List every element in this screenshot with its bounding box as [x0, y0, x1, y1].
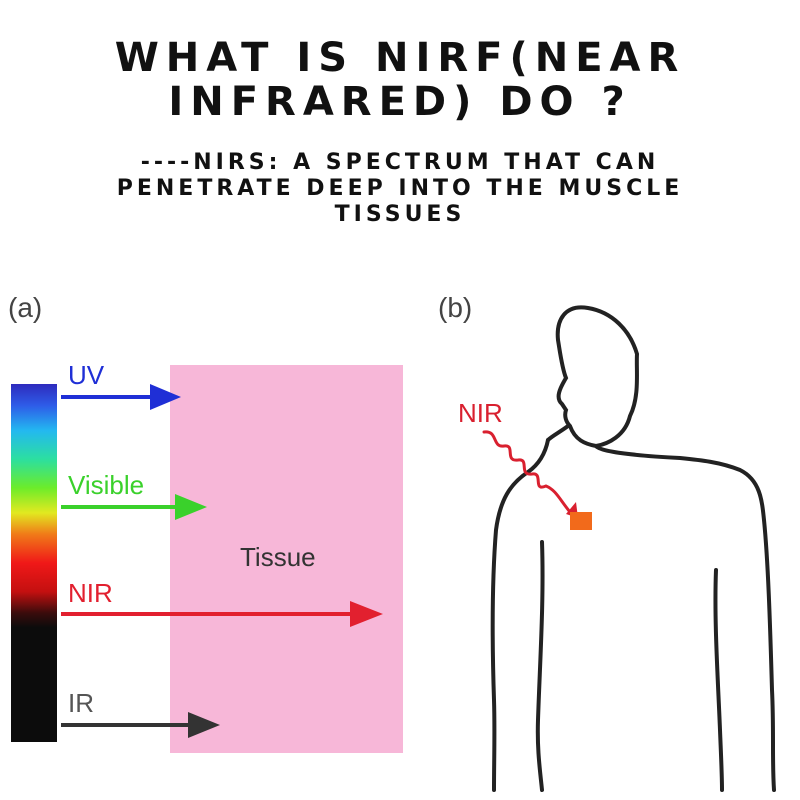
uv-arrow [61, 384, 181, 410]
ir-label: IR [68, 688, 94, 718]
uv-label: UV [68, 360, 105, 390]
subtitle-line-3: TISSUES [334, 202, 466, 227]
spectrum-bar [11, 384, 57, 742]
tissue-block [170, 365, 403, 753]
nir-label: NIR [68, 578, 113, 608]
nir-body-label: NIR [458, 398, 503, 428]
visible-arrow [61, 494, 207, 520]
subtitle-line-1: ----NIRS: A SPECTRUM THAT CAN [140, 150, 660, 175]
nir-arrow [61, 601, 383, 627]
visible-label: Visible [68, 470, 145, 500]
left-inner-arm-outline [535, 540, 545, 792]
target-square [570, 512, 592, 530]
page-title: WHAT IS NIRF(NEAR INFRARED) DO ? [0, 36, 800, 124]
ir-arrow [61, 712, 220, 738]
title-line-2: INFRARED) DO ? [168, 79, 632, 125]
left-shoulder-outline [490, 438, 550, 792]
left-neck-outline [546, 424, 570, 442]
page-subtitle: ----NIRS: A SPECTRUM THAT CAN PENETRATE … [40, 150, 760, 228]
human-silhouette [555, 305, 776, 792]
tissue-label: Tissue [240, 542, 316, 572]
panel-a-label: (a) [8, 292, 43, 323]
right-inner-arm-outline [713, 568, 724, 792]
panel-b-label: (b) [438, 292, 473, 323]
nir-wave [482, 430, 572, 514]
title-line-1: WHAT IS NIRF(NEAR [114, 35, 686, 81]
subtitle-line-2: PENETRATE DEEP INTO THE MUSCLE [116, 176, 684, 201]
